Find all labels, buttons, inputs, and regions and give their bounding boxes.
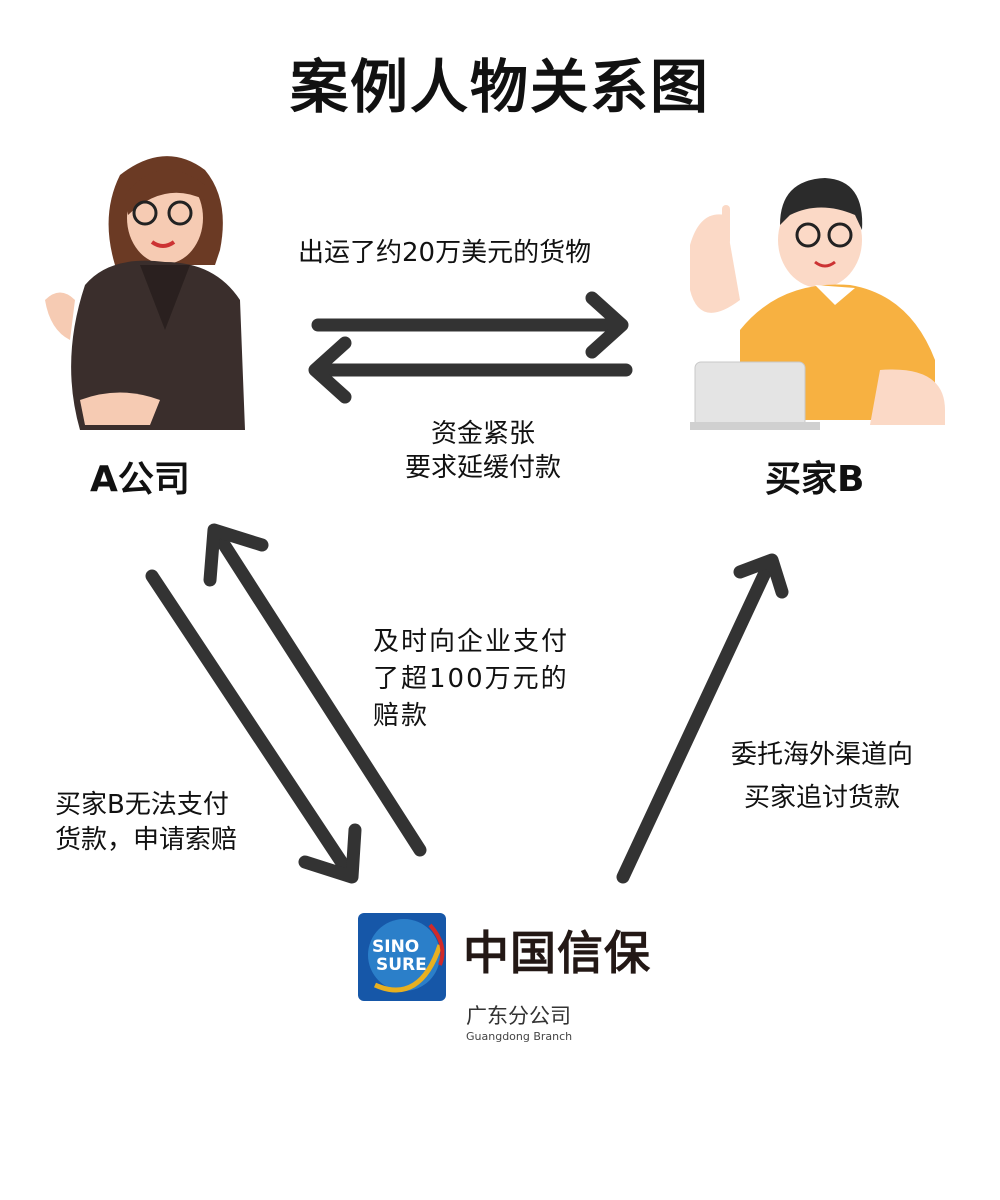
party-b-label: 买家B [765, 459, 865, 500]
logo-branch-en: Guangdong Branch [466, 1030, 573, 1043]
arrow-a-to-b [311, 291, 629, 359]
a-company-illustration [45, 156, 245, 430]
logo-badge-line1: SINO [372, 937, 420, 957]
edge-label-b-to-a-line1: 资金紧张 [430, 419, 535, 449]
sinosure-logo-badge [358, 913, 446, 1001]
party-a-label: A公司 [90, 459, 190, 500]
edge-label-a-to-sinosure-line2: 货款，申请索赔 [55, 825, 238, 855]
edge-label-sinosure-to-b-line2: 买家追讨货款 [743, 783, 900, 813]
arrow-sinosure-to-b [616, 553, 789, 884]
edge-label-a-to-b: 出运了约20万美元的货物 [298, 238, 592, 268]
logo-badge-line2: SURE [376, 955, 427, 975]
edge-label-sinosure-to-a-line1: 及时向企业支付 [373, 627, 570, 657]
arrow-b-to-a [308, 336, 633, 404]
edge-label-sinosure-to-a-line2: 了超100万元的 [373, 664, 569, 694]
arrow-a-to-sinosure [145, 569, 362, 884]
buyer-b-illustration [690, 178, 945, 430]
edge-label-b-to-a-line2: 要求延缓付款 [404, 453, 561, 483]
edge-label-sinosure-to-a-line3: 赔款 [373, 701, 430, 731]
logo-branch: 广东分公司 [466, 1004, 571, 1028]
edge-label-sinosure-to-b-line1: 委托海外渠道向 [730, 740, 913, 770]
arrow-sinosure-to-a [203, 523, 427, 857]
edge-label-a-to-sinosure-line1: 买家B无法支付 [55, 790, 229, 820]
logo-name: 中国信保 [463, 926, 651, 980]
page-title: 案例人物关系图 [289, 53, 710, 121]
logo-badge-text: SINO SURE [372, 938, 427, 974]
